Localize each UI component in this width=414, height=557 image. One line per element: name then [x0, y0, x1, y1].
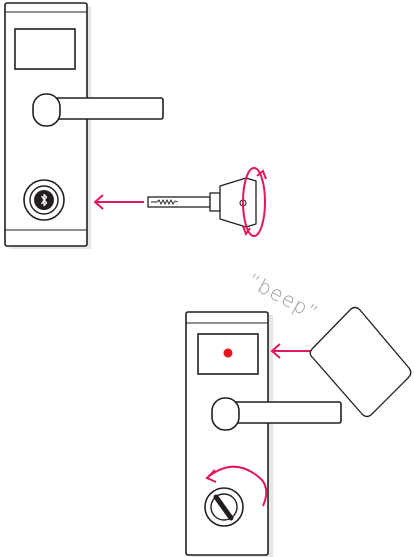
- rotate-arrow: [242, 167, 267, 237]
- red-indicator-light: [223, 348, 233, 358]
- key-cylinder-icon: [204, 487, 244, 527]
- bluetooth-icon: [40, 193, 48, 207]
- bluetooth-keypad: [23, 179, 65, 221]
- keycard-icon: [309, 306, 412, 418]
- top-handle: [32, 93, 164, 127]
- key-arrow: [93, 194, 144, 210]
- mechanical-key-icon: [147, 177, 257, 228]
- bottom-handle: [211, 397, 342, 431]
- turn-arrow: [205, 465, 268, 507]
- top-card-reader: [14, 28, 76, 70]
- bottom-card-reader: [197, 333, 259, 375]
